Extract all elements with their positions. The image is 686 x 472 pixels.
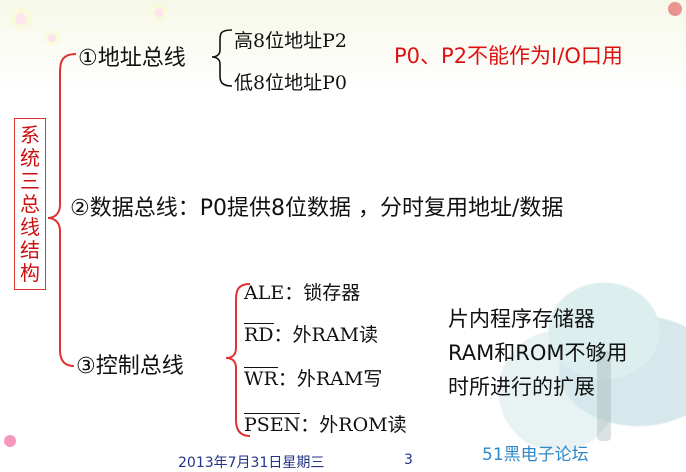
signal-name-overlined: RD <box>244 323 274 346</box>
control-note: 片内程序存储器 RAM和ROM不够用 时所进行的扩展 <box>448 302 627 404</box>
vertical-title-char: 三 <box>20 168 40 193</box>
control-bus-label: ③控制总线 <box>76 354 184 379</box>
address-bus-label: ①地址总线 <box>78 46 186 71</box>
signal-desc: ：锁存器 <box>284 282 361 304</box>
address-brace <box>211 29 233 87</box>
vertical-title-char: 统 <box>20 145 40 170</box>
flower-decoration <box>10 8 32 30</box>
tree-decoration <box>466 251 686 451</box>
vertical-title: 系 统 三 总 线 结 构 <box>14 118 46 290</box>
control-note-line: RAM和ROM不够用 <box>448 341 628 365</box>
watermark: 51黑电子论坛 <box>482 445 589 465</box>
address-bus-note: P0、P2不能作为I/O口用 <box>394 44 623 68</box>
signal-name-overlined: PSEN <box>244 413 301 436</box>
flower-decoration <box>44 30 60 46</box>
address-low-label: 低8位地址P0 <box>234 72 347 94</box>
vertical-title-char: 构 <box>20 261 40 286</box>
background-header-decoration <box>0 0 686 90</box>
vertical-title-char: 线 <box>20 215 40 240</box>
flower-decoration <box>150 4 168 22</box>
signal-desc: ：外ROM读 <box>300 414 407 436</box>
footer-date: 2013年7月31日星期三 <box>178 455 325 471</box>
signal-name-overlined: WR <box>244 367 278 390</box>
corner-dot-decoration <box>668 2 682 16</box>
vertical-title-char: 系 <box>20 122 40 147</box>
corner-dot-decoration <box>4 435 16 447</box>
signal-wr: WR：外RAM写 <box>244 364 382 391</box>
signal-psen: PSEN：外ROM读 <box>244 410 407 437</box>
control-brace <box>225 283 251 437</box>
tree-trunk-decoration <box>597 351 611 441</box>
address-high-label: 高8位地址P2 <box>234 30 347 52</box>
signal-name: ALE <box>244 282 285 304</box>
footer-page-number: 3 <box>404 452 413 468</box>
control-note-line: 片内程序存储器 <box>448 307 595 331</box>
signal-desc: ：外RAM读 <box>273 324 379 346</box>
main-brace <box>47 53 77 367</box>
signal-desc: ：外RAM写 <box>277 368 383 390</box>
control-note-line: 时所进行的扩展 <box>448 375 595 399</box>
signal-rd: RD：外RAM读 <box>244 320 378 347</box>
data-bus-label: ②数据总线：P0提供8位数据 ，分时复用地址/数据 <box>70 196 564 221</box>
signal-ale: ALE：锁存器 <box>244 278 360 305</box>
vertical-title-char: 结 <box>20 238 40 263</box>
vertical-title-char: 总 <box>20 191 40 216</box>
